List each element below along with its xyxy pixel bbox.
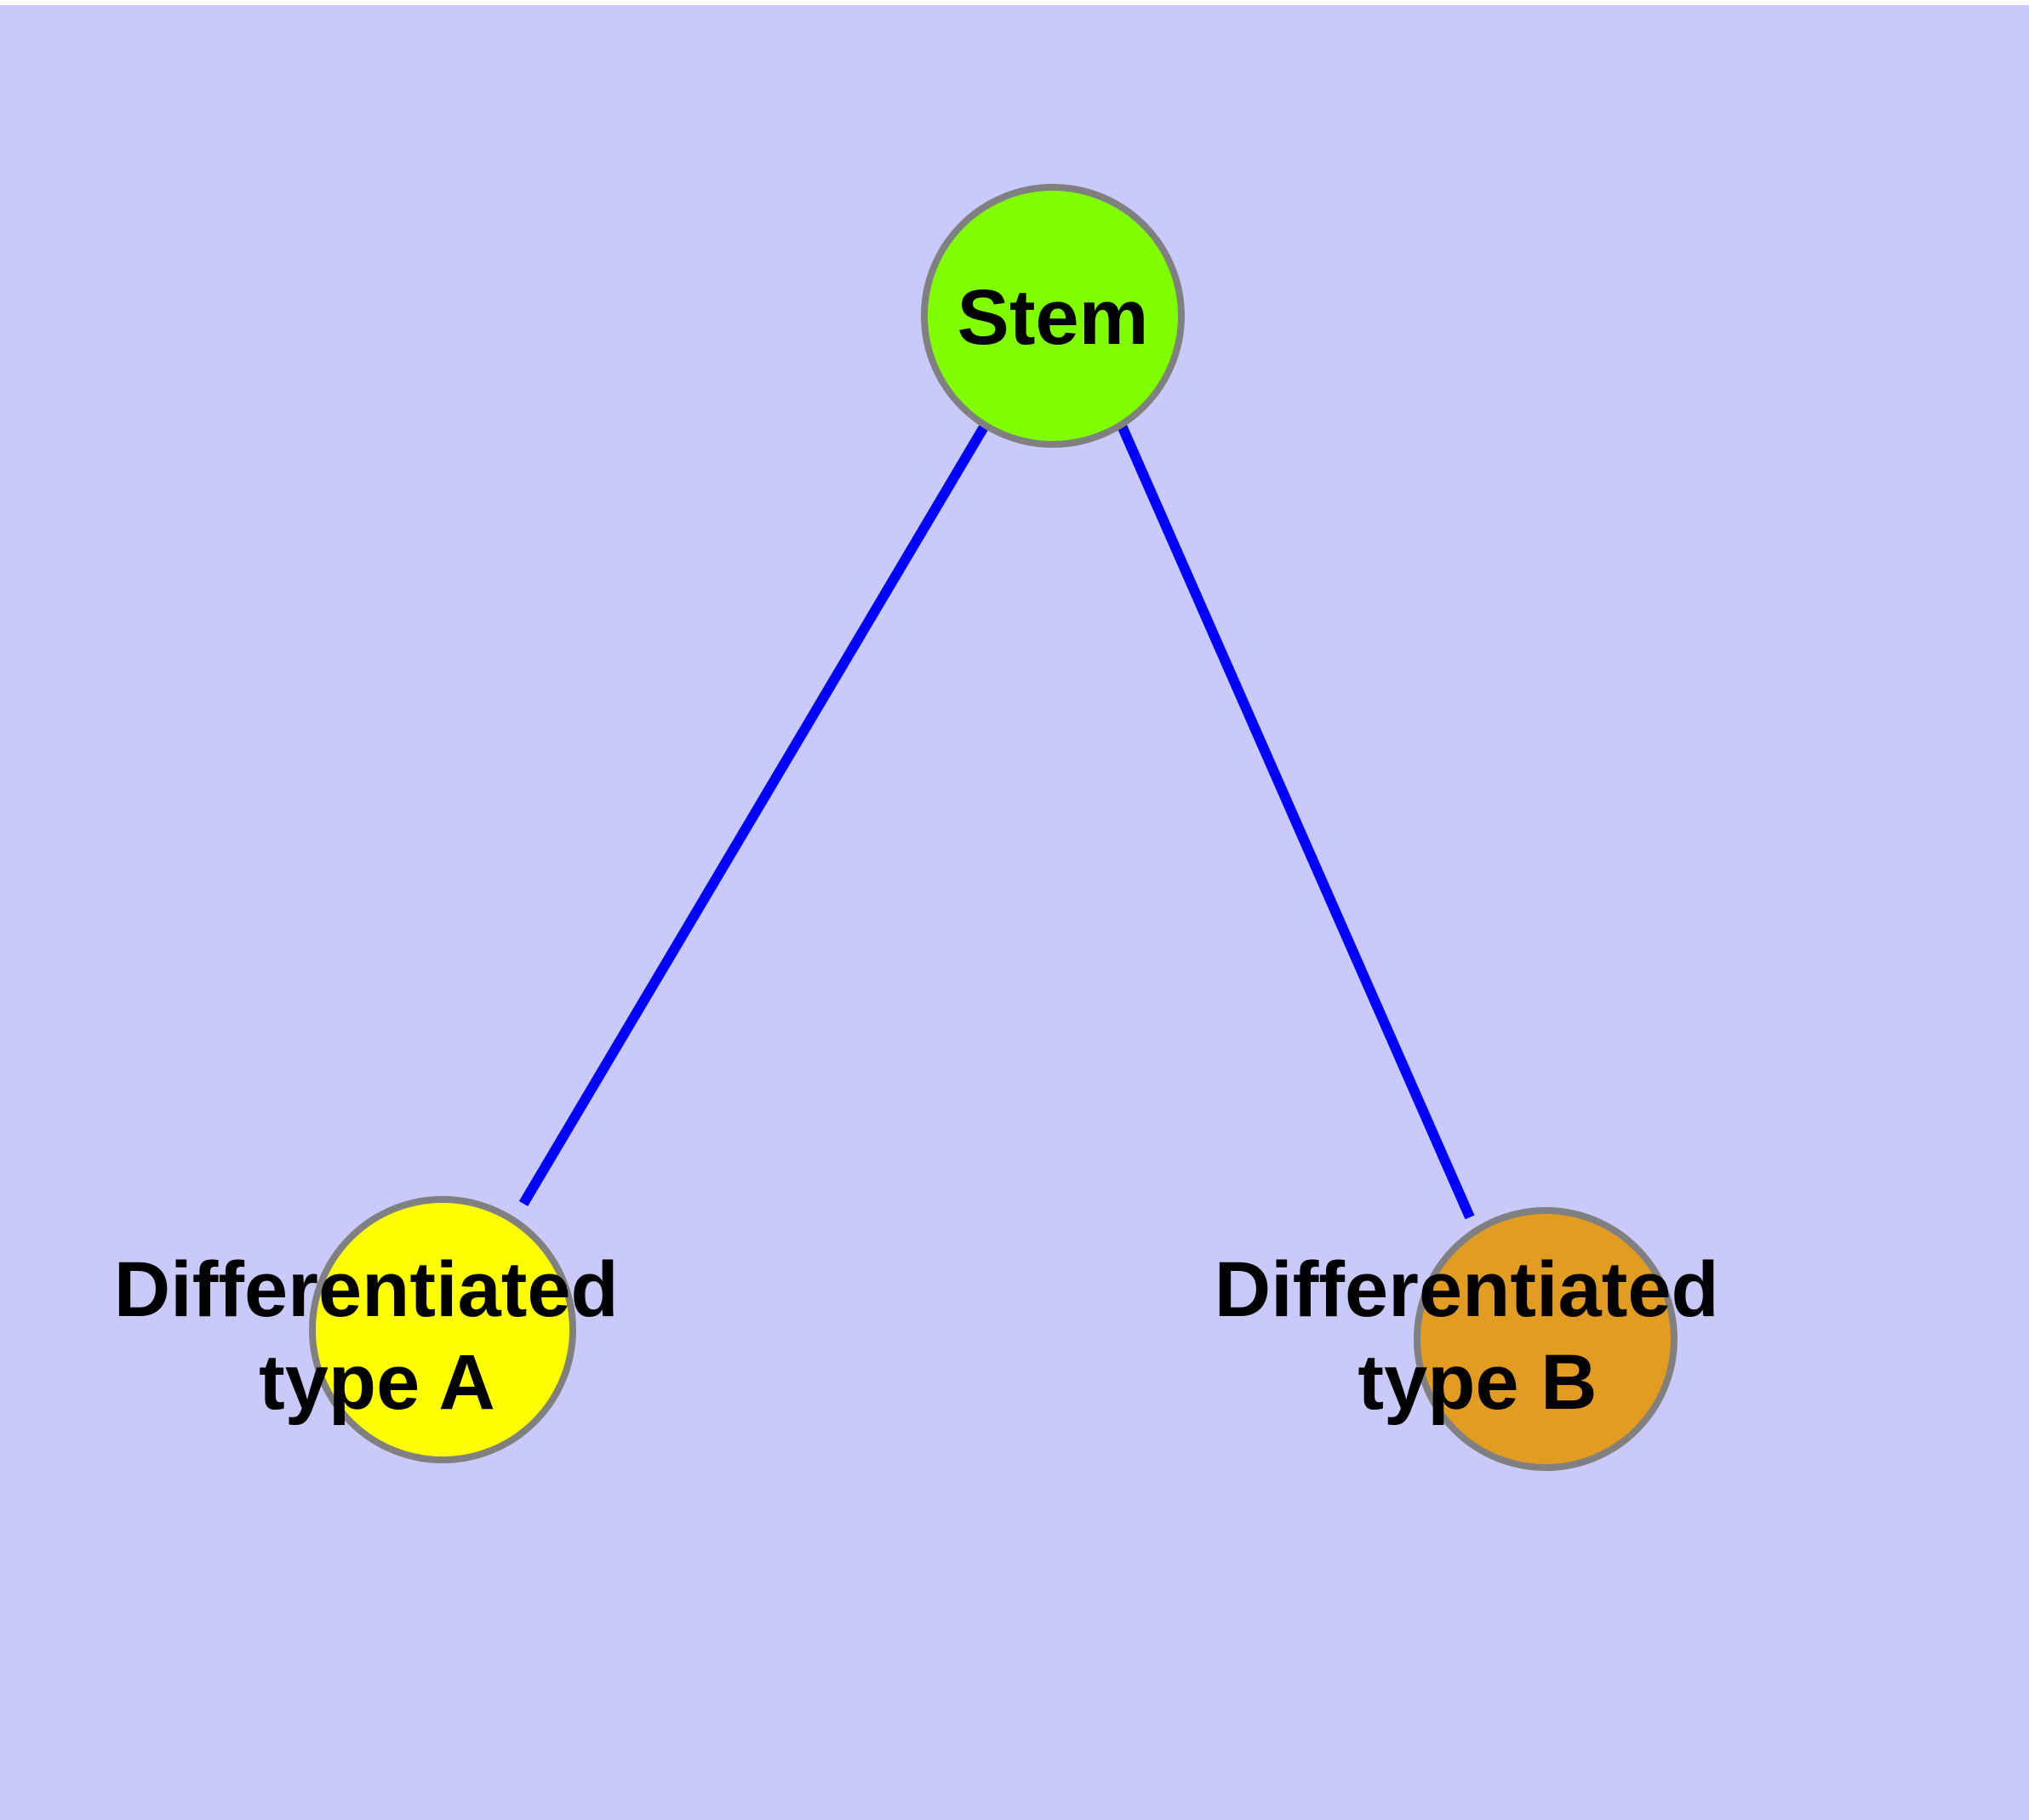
node-differentiated-type-a[interactable] — [309, 1196, 576, 1463]
node-label-differentiated-type-b: Differentiated type B — [1215, 1246, 1741, 1426]
labels-layer: Stem Differentiated type A Differentiate… — [114, 274, 1741, 1426]
node-stem[interactable] — [921, 184, 1185, 448]
node-label-differentiated-type-a-line-2: type A — [259, 1339, 495, 1426]
node-label-differentiated-type-b-line-1: Differentiated — [1215, 1246, 1719, 1333]
node-label-differentiated-type-a-line-1: Differentiated — [114, 1246, 619, 1333]
node-differentiated-type-b[interactable] — [1414, 1207, 1677, 1471]
edge-stem-to-differentiated-type-b[interactable] — [1117, 423, 1475, 1220]
node-label-stem: Stem — [957, 274, 1149, 361]
node-label-stem-line-1: Stem — [957, 274, 1149, 361]
nodes-layer — [309, 184, 1677, 1471]
edge-stem-to-differentiated-type-a[interactable] — [518, 422, 990, 1207]
node-label-differentiated-type-b-line-2: type B — [1357, 1339, 1597, 1426]
node-label-differentiated-type-a: Differentiated type A — [114, 1246, 641, 1426]
edges-layer — [518, 422, 1475, 1220]
